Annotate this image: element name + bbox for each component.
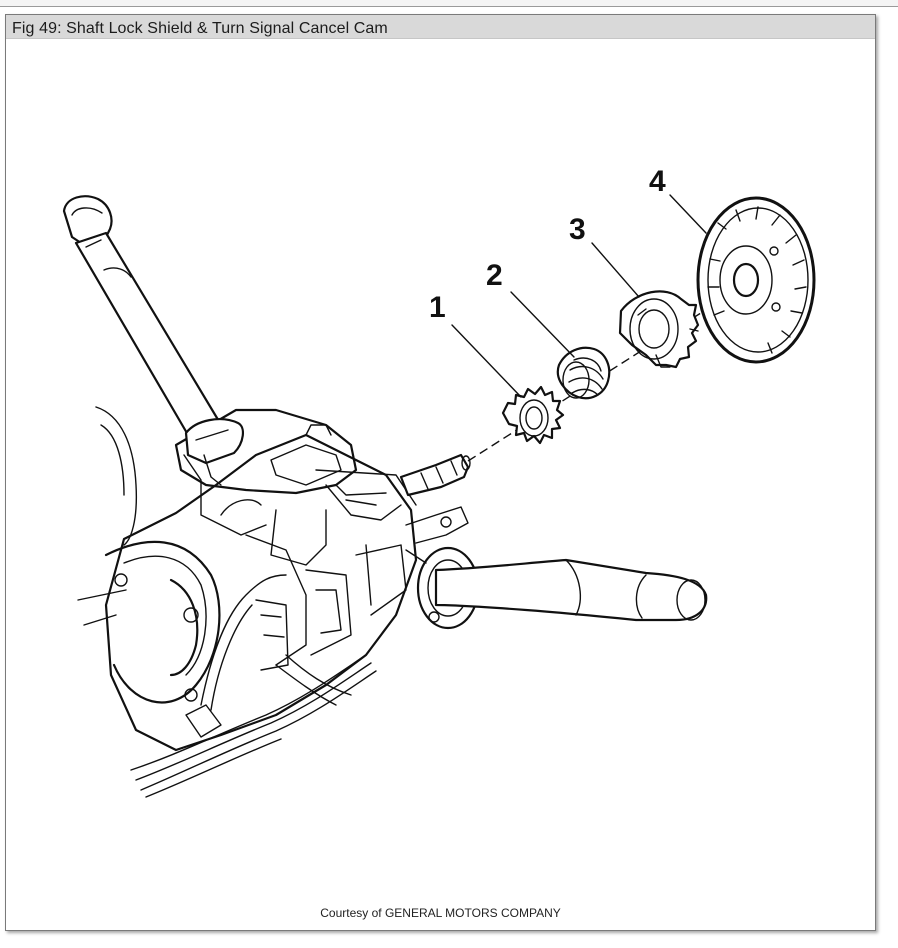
- steering-column-diagram: 1 2 3 4: [62, 165, 816, 798]
- callout-2: 2: [486, 259, 503, 292]
- part-3-turn-signal-cancel-cam: [618, 290, 700, 369]
- callout-leaders: [451, 194, 707, 398]
- part-1-shaft-lock-shield: [501, 385, 565, 445]
- callout-3: 3: [569, 213, 586, 246]
- hazard-lever: [62, 195, 244, 486]
- turn-signal-lever: [405, 546, 708, 630]
- figure-panel: Fig 49: Shaft Lock Shield & Turn Signal …: [5, 14, 876, 931]
- callout-1: 1: [429, 291, 446, 324]
- steering-column-housing: [77, 406, 469, 752]
- part-2-spring: [556, 346, 611, 400]
- page-top-rule: [0, 0, 898, 7]
- figure-credit: Courtesy of GENERAL MOTORS COMPANY: [320, 906, 561, 920]
- wiring-harness: [130, 574, 377, 798]
- figure-title: Fig 49: Shaft Lock Shield & Turn Signal …: [12, 20, 388, 37]
- figure-title-bar: Fig 49: Shaft Lock Shield & Turn Signal …: [6, 15, 875, 39]
- steering-shaft: [399, 453, 471, 497]
- callout-4: 4: [649, 165, 666, 198]
- part-4-round-plate: [696, 196, 816, 364]
